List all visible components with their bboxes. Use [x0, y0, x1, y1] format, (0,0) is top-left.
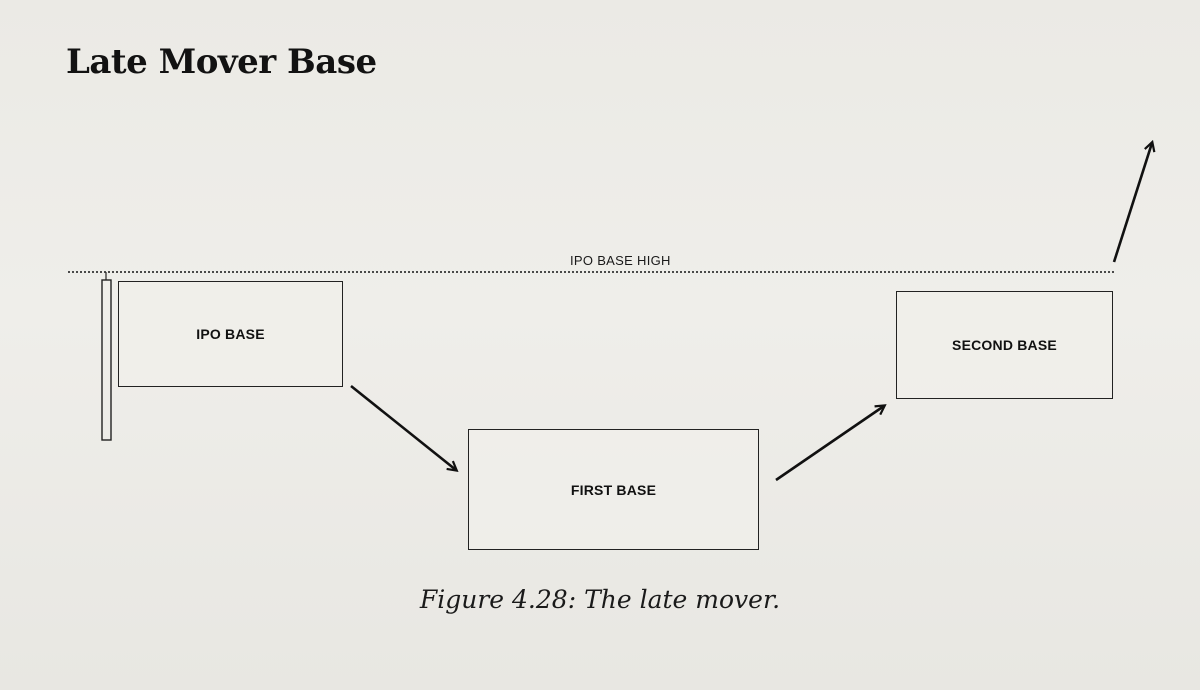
- second-base-box: SECOND BASE: [896, 291, 1113, 399]
- ipo-base-box: IPO BASE: [118, 281, 343, 387]
- page-heading: Late Mover Base: [66, 42, 377, 82]
- price-bar: [101, 279, 112, 441]
- arrow-breakout: [1112, 143, 1152, 263]
- arrow-first-to-second: [775, 406, 884, 482]
- first-base-label: FIRST BASE: [570, 481, 657, 498]
- figure-caption: Figure 4.28: The late mover.: [419, 585, 781, 614]
- second-base-label: SECOND BASE: [952, 337, 1057, 353]
- arrow-ipo-to-first: [350, 384, 456, 470]
- first-base-box: FIRST BASE: [468, 429, 759, 550]
- ipo-base-label: IPO BASE: [196, 326, 265, 342]
- ipo-base-high-label: IPO BASE HIGH: [570, 253, 671, 268]
